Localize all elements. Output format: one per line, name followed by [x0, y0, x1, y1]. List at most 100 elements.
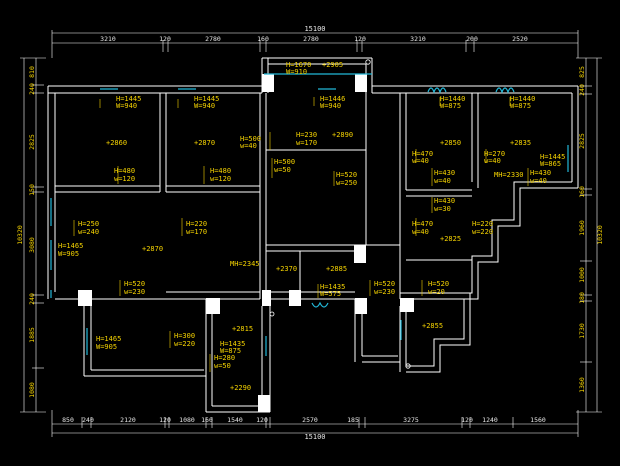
annotation-leaders — [73, 97, 529, 372]
walls — [47, 57, 579, 413]
right-dim-3: 2825 — [578, 133, 586, 149]
left-dim-3: 2825 — [28, 134, 36, 150]
label: w=220 — [472, 228, 493, 236]
label: W=875 — [220, 347, 241, 355]
label: H=430 — [434, 169, 455, 177]
marker-circle — [405, 363, 411, 369]
label: H=280 — [214, 354, 235, 362]
label: H=1445 — [194, 95, 219, 103]
label: W=910 — [286, 68, 307, 76]
label: H=1465 — [58, 242, 83, 250]
label: +2905 — [322, 61, 343, 69]
label: w=30 — [434, 205, 451, 213]
label: +2890 — [332, 131, 353, 139]
label: H=470 — [412, 220, 433, 228]
label: +2835 — [510, 139, 531, 147]
bottom-dim-4: 120 — [159, 416, 171, 424]
label: H=1445 — [540, 153, 565, 161]
label: H=430 — [434, 197, 455, 205]
label: H=520 — [374, 280, 395, 288]
label: H=270 — [484, 150, 505, 158]
bottom-dim-13: 1240 — [482, 416, 498, 424]
label: H=430 — [530, 169, 551, 177]
label: H=520 — [428, 280, 449, 288]
label: H=500 — [274, 158, 295, 166]
label: H=220 — [472, 220, 493, 228]
left-dim-6: 240 — [28, 293, 36, 305]
right-dim-2: 240 — [578, 84, 586, 96]
column — [258, 395, 270, 412]
label: H=1435 — [320, 283, 345, 291]
label: H=1670 — [286, 61, 311, 69]
bottom-dim-6: 160 — [201, 416, 213, 424]
top-dim-9: 2520 — [512, 35, 528, 43]
label: w=240 — [78, 228, 99, 236]
label: +2850 — [440, 139, 461, 147]
label: w=40 — [530, 177, 547, 185]
column — [355, 298, 367, 314]
label: H=480 — [114, 167, 135, 175]
left-dim-8: 1080 — [28, 382, 36, 398]
label: H=480 — [210, 167, 231, 175]
label: H=1445 — [116, 95, 141, 103]
label: H=1440 — [440, 95, 465, 103]
top-dim-2: 120 — [159, 35, 171, 43]
label: w=170 — [186, 228, 207, 236]
right-dim-7: 180 — [578, 292, 586, 304]
bottom-total-dim: 15100 — [304, 433, 325, 441]
column — [355, 74, 367, 92]
marker-circle — [269, 311, 275, 317]
left-dim-1: 810 — [28, 66, 36, 78]
top-dimension-chain: 15100 3210 120 2780 160 2780 120 3210 20… — [51, 25, 579, 58]
label: H=520 — [124, 280, 145, 288]
label: +2870 — [194, 139, 215, 147]
label: H=1465 — [96, 335, 121, 343]
right-dim-4: 160 — [578, 186, 586, 198]
label: w=50 — [214, 362, 231, 370]
label: W=875 — [510, 102, 531, 110]
label: w=40 — [484, 157, 501, 165]
label: w=220 — [174, 340, 195, 348]
room-annotations: H=1670 W=910 +2905 H=1445 W=940 H=1445 W… — [58, 61, 565, 392]
label: +2370 — [276, 265, 297, 273]
column — [289, 290, 301, 306]
left-dim-4: 150 — [28, 184, 36, 196]
label: H=230 — [296, 131, 317, 139]
label: w=20 — [428, 288, 445, 296]
right-dim-5: 1960 — [578, 220, 586, 236]
left-dimension-chain: 10320 810 240 2825 150 3080 240 1885 108… — [16, 57, 46, 413]
label: H=520 — [336, 171, 357, 179]
label: H=300 — [174, 332, 195, 340]
top-dim-7: 3210 — [410, 35, 426, 43]
right-dim-8: 1730 — [578, 323, 586, 339]
top-dim-8: 200 — [466, 35, 478, 43]
label: MH=2345 — [230, 260, 260, 268]
bottom-dim-14: 1560 — [530, 416, 546, 424]
left-total-dim: 10320 — [16, 225, 24, 245]
label: W=905 — [96, 343, 117, 351]
label: H=1446 — [320, 95, 345, 103]
label: w=230 — [374, 288, 395, 296]
label: W=905 — [58, 250, 79, 258]
left-dim-2: 240 — [28, 83, 36, 95]
right-dim-6: 1000 — [578, 267, 586, 283]
bottom-dim-7: 1540 — [227, 416, 243, 424]
column — [262, 74, 274, 92]
right-dimension-chain: 10320 825 240 2825 160 1960 1000 180 173… — [576, 57, 604, 413]
label: +2855 — [422, 322, 443, 330]
label: +2825 — [440, 235, 461, 243]
label: H=1435 — [220, 340, 245, 348]
marker-circle — [365, 59, 371, 65]
label: +2290 — [230, 384, 251, 392]
label: W=940 — [116, 102, 137, 110]
top-dim-4: 160 — [257, 35, 269, 43]
label: w=50 — [274, 166, 291, 174]
label: W=940 — [194, 102, 215, 110]
right-dim-9: 1360 — [578, 377, 586, 393]
bottom-dim-3: 2120 — [120, 416, 136, 424]
column — [206, 298, 220, 314]
bottom-dimension-chain: 850 240 2120 120 1080 160 1540 120 2570 … — [51, 410, 579, 441]
right-dim-1: 825 — [578, 66, 586, 78]
label: w=40 — [240, 142, 257, 150]
